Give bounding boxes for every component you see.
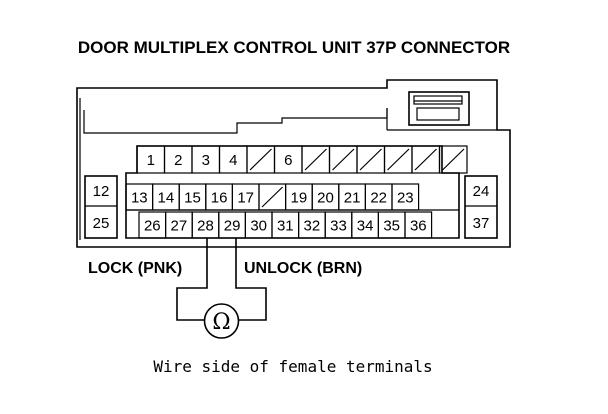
pin-15: 15 [184, 190, 201, 207]
pin-25: 25 [93, 215, 110, 232]
pin-23: 23 [397, 190, 414, 207]
unused-pin-slash [332, 148, 355, 171]
pin-30: 30 [250, 218, 267, 235]
pin-27: 27 [171, 218, 188, 235]
pin-24: 24 [473, 183, 490, 200]
pin-20: 20 [317, 190, 334, 207]
unlock-wire [235, 238, 267, 321]
pin-33: 33 [330, 218, 347, 235]
connector-housing [76, 79, 511, 248]
pin-19: 19 [291, 190, 308, 207]
lock-tab-slot [413, 95, 463, 105]
unused-pin-slash [304, 148, 327, 171]
pin-3: 3 [202, 152, 210, 169]
pin-37: 37 [473, 215, 490, 232]
ohm-icon: Ω [212, 310, 230, 335]
diagram-title: DOOR MULTIPLEX CONTROL UNIT 37P CONNECTO… [78, 38, 510, 57]
unused-pin-slash [414, 148, 437, 171]
pin-row-3: 26 27 28 29 30 31 32 33 34 35 36 [138, 211, 433, 239]
pin-row-1: 1 2 3 4 6 [136, 145, 468, 174]
unused-pin-slash [387, 148, 410, 171]
right-pin-block [464, 175, 498, 239]
pin-row-2: 13 14 15 16 17 19 20 21 22 23 [125, 183, 459, 211]
pin-2: 2 [174, 152, 182, 169]
pin-14: 14 [158, 190, 175, 207]
pin-17: 17 [237, 190, 254, 207]
housing-ridge [83, 108, 388, 134]
pin-21: 21 [344, 190, 361, 207]
pin-26: 26 [144, 218, 161, 235]
pin-36: 36 [410, 218, 427, 235]
unused-pin-slash [359, 148, 382, 171]
lock-tab-outer [408, 91, 470, 126]
pin-13: 13 [131, 190, 148, 207]
pin-16: 16 [211, 190, 228, 207]
unused-pin-slash [249, 148, 272, 171]
ohmmeter-circuit: Ω [176, 238, 267, 339]
main-pin-grid [125, 145, 460, 239]
lock-wire-label: LOCK (PNK) [88, 260, 182, 277]
pin-28: 28 [197, 218, 214, 235]
pin-22: 22 [370, 190, 387, 207]
pin-cell [438, 145, 468, 174]
pin-35: 35 [383, 218, 400, 235]
pin-1: 1 [147, 152, 155, 169]
pin-34: 34 [357, 218, 374, 235]
ohmmeter-symbol [203, 303, 240, 339]
pin-29: 29 [224, 218, 241, 235]
pin-32: 32 [304, 218, 321, 235]
diagram-caption: Wire side of female terminals [153, 357, 432, 376]
lock-tab-window [416, 107, 460, 121]
left-pin-block [84, 175, 118, 239]
unused-pin-slash [442, 148, 465, 171]
pin-6: 6 [284, 152, 292, 169]
lock-wire [176, 238, 208, 321]
unused-pin-slash [261, 186, 284, 208]
locking-tab [408, 91, 470, 126]
pin-12: 12 [93, 183, 110, 200]
unlock-wire-label: UNLOCK (BRN) [244, 260, 362, 277]
pin-4: 4 [229, 152, 237, 169]
pin-31: 31 [277, 218, 294, 235]
pin-cell [404, 211, 433, 239]
